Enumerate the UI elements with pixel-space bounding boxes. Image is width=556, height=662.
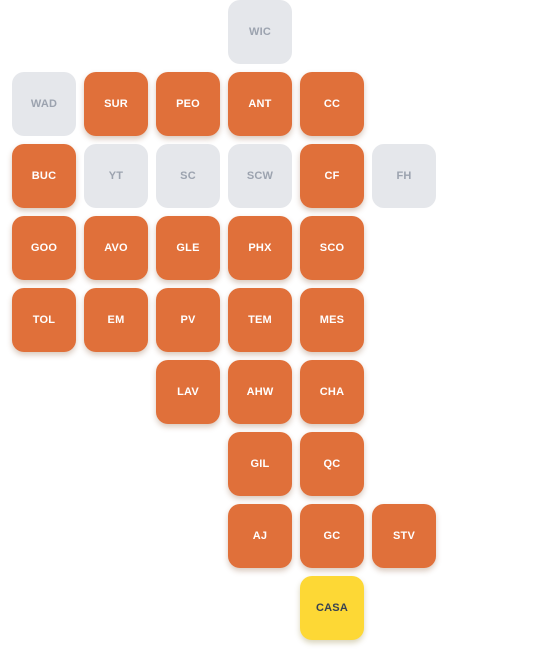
tile-label: PV <box>180 314 196 326</box>
tile-label: TOL <box>32 314 56 326</box>
tile-label: SCO <box>319 242 345 254</box>
tile-label: GIL <box>250 458 270 470</box>
tile-label: AVO <box>104 242 128 254</box>
tile-label: PEO <box>176 98 200 110</box>
tile-label: SUR <box>104 98 128 110</box>
tile-label: SCW <box>246 170 274 182</box>
tile-tem[interactable]: TEM <box>228 288 292 352</box>
tile-label: QC <box>323 458 341 470</box>
tile-label: CC <box>323 98 341 110</box>
tile-label: WAD <box>30 98 58 110</box>
tile-lav[interactable]: LAV <box>156 360 220 424</box>
tile-label: PHX <box>248 242 272 254</box>
tile-gil[interactable]: GIL <box>228 432 292 496</box>
tile-label: AHW <box>246 386 274 398</box>
tile-gle[interactable]: GLE <box>156 216 220 280</box>
tile-peo[interactable]: PEO <box>156 72 220 136</box>
tile-label: WIC <box>249 26 271 38</box>
tile-label: CF <box>324 170 340 182</box>
tile-label: ANT <box>248 98 272 110</box>
tile-mes[interactable]: MES <box>300 288 364 352</box>
tile-label: CASA <box>316 602 348 614</box>
tile-label: FH <box>396 170 412 182</box>
tile-label: GOO <box>30 242 58 254</box>
tile-sc[interactable]: SC <box>156 144 220 208</box>
tile-em[interactable]: EM <box>84 288 148 352</box>
tile-scw[interactable]: SCW <box>228 144 292 208</box>
tile-aj[interactable]: AJ <box>228 504 292 568</box>
tile-phx[interactable]: PHX <box>228 216 292 280</box>
tile-label: YT <box>108 170 124 182</box>
tile-ant[interactable]: ANT <box>228 72 292 136</box>
tile-label: TEM <box>248 314 272 326</box>
tile-label: GLE <box>176 242 200 254</box>
tile-label: BUC <box>31 170 57 182</box>
tile-label: CHA <box>319 386 345 398</box>
tile-cc[interactable]: CC <box>300 72 364 136</box>
tile-fh[interactable]: FH <box>372 144 436 208</box>
tile-goo[interactable]: GOO <box>12 216 76 280</box>
tile-tol[interactable]: TOL <box>12 288 76 352</box>
tile-ahw[interactable]: AHW <box>228 360 292 424</box>
tile-wad[interactable]: WAD <box>12 72 76 136</box>
tile-gc[interactable]: GC <box>300 504 364 568</box>
tile-label: STV <box>393 530 415 542</box>
tile-cha[interactable]: CHA <box>300 360 364 424</box>
tile-qc[interactable]: QC <box>300 432 364 496</box>
tile-yt[interactable]: YT <box>84 144 148 208</box>
tile-label: SC <box>180 170 196 182</box>
tile-label: AJ <box>252 530 268 542</box>
tile-sur[interactable]: SUR <box>84 72 148 136</box>
tile-sco[interactable]: SCO <box>300 216 364 280</box>
tile-wic[interactable]: WIC <box>228 0 292 64</box>
tile-pv[interactable]: PV <box>156 288 220 352</box>
tile-avo[interactable]: AVO <box>84 216 148 280</box>
tile-buc[interactable]: BUC <box>12 144 76 208</box>
tile-label: LAV <box>177 386 199 398</box>
tile-label: MES <box>319 314 345 326</box>
tile-casa[interactable]: CASA <box>300 576 364 640</box>
tile-label: GC <box>323 530 341 542</box>
tile-label: EM <box>107 314 125 326</box>
tile-cf[interactable]: CF <box>300 144 364 208</box>
tile-stv[interactable]: STV <box>372 504 436 568</box>
